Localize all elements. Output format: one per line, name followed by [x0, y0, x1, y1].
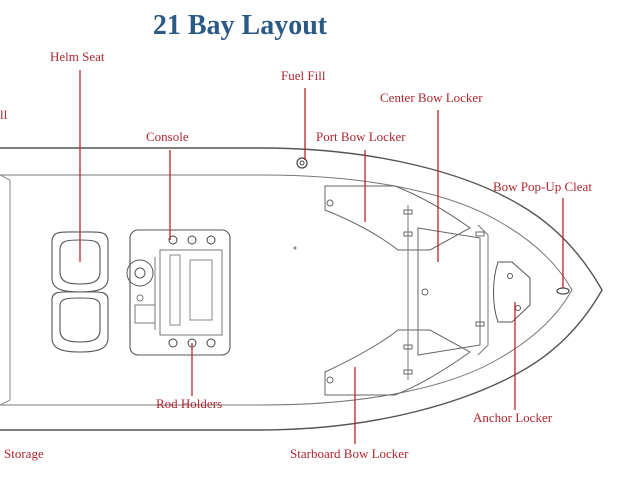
label-helm-seat: Helm Seat — [50, 49, 105, 64]
label-cut-off: ll — [0, 107, 8, 122]
anchor-locker — [493, 261, 531, 323]
center-bow-locker-lid — [417, 227, 481, 356]
label-center-bow-locker: Center Bow Locker — [380, 90, 483, 105]
label-fuel-fill: Fuel Fill — [281, 68, 326, 83]
label-starboard-bow-locker: Starboard Bow Locker — [290, 446, 409, 461]
label-port-bow-locker: Port Bow Locker — [316, 129, 406, 144]
label-rod-holders: Rod Holders — [156, 396, 223, 411]
label-console: Console — [146, 129, 189, 144]
label-storage: Storage — [4, 446, 44, 461]
bow-popup-cleat — [556, 287, 570, 295]
fuel-fill-cap — [296, 157, 308, 169]
port-bow-locker-lid — [324, 185, 471, 251]
page-title: 21 Bay Layout — [152, 10, 328, 41]
gunwale-inner — [0, 174, 573, 406]
label-bow-popup-cleat: Bow Pop-Up Cleat — [493, 179, 592, 194]
rod-holder-circles — [168, 235, 216, 348]
helm-seat-port — [51, 231, 109, 293]
steering-wheel — [126, 259, 154, 287]
hull-outline — [0, 147, 603, 431]
label-anchor-locker: Anchor Locker — [473, 410, 553, 425]
starboard-bow-locker-lid — [324, 329, 471, 396]
helm-seat-starboard — [51, 291, 109, 353]
center-console — [129, 229, 231, 356]
